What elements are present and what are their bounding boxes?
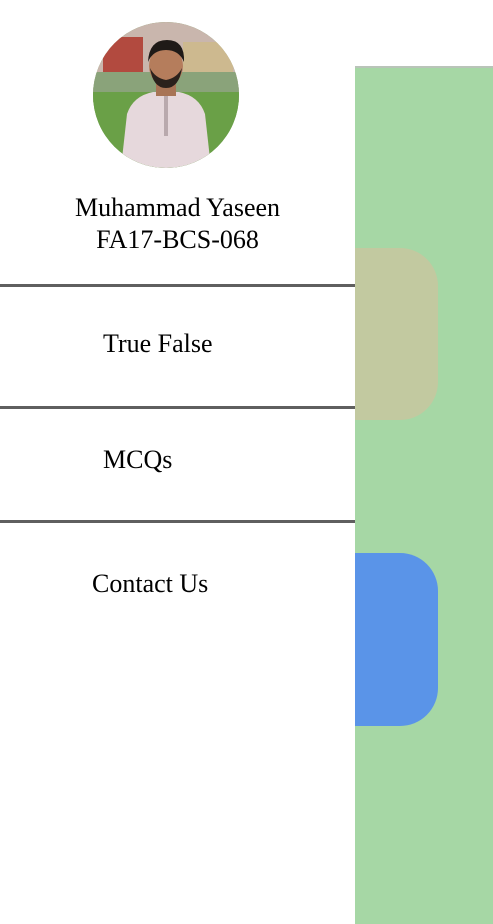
divider [0,406,355,409]
background-content[interactable] [355,66,493,924]
menu-item-label: MCQs [103,445,173,474]
divider [0,284,355,287]
menu-item-contact-us[interactable]: Contact Us [0,523,355,643]
profile-avatar [93,22,239,168]
menu-item-mcqs[interactable]: MCQs [0,409,355,520]
avatar-photo [93,22,239,168]
divider [0,520,355,523]
menu-item-label: True False [103,329,213,358]
background-card[interactable] [355,248,438,420]
menu-item-true-false[interactable]: True False [0,287,355,406]
background-card[interactable] [355,553,438,726]
navigation-drawer: Muhammad Yaseen FA17-BCS-068 True False … [0,22,355,643]
profile-id: FA17-BCS-068 [96,225,259,254]
menu-item-label: Contact Us [92,569,209,598]
profile-name: Muhammad Yaseen [74,193,281,222]
